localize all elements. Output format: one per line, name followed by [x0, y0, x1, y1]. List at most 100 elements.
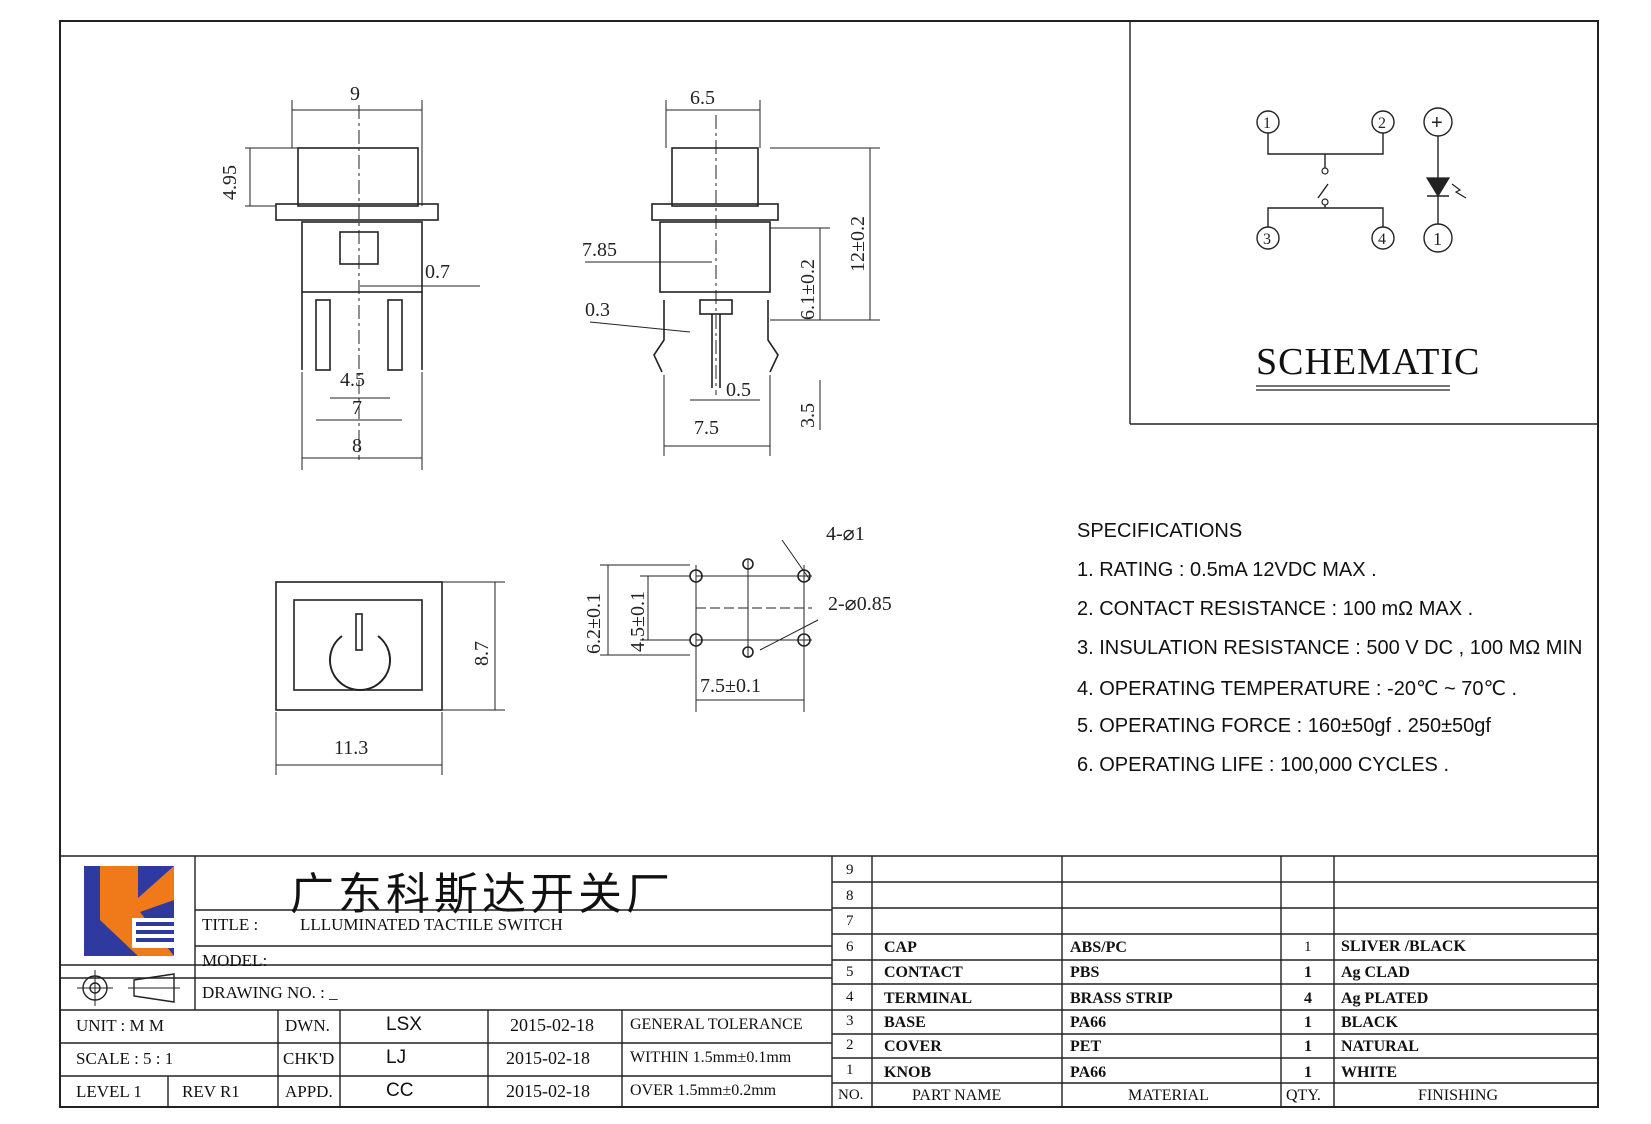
- dim-side-pin-mid: 7: [352, 397, 362, 419]
- part-qty: 1: [1304, 939, 1312, 955]
- part-material: PA66: [1070, 1064, 1107, 1081]
- company-name: 广东科斯达开关厂: [290, 869, 674, 920]
- part-material: BRASS STRIP: [1070, 990, 1173, 1007]
- drawing-no-label: DRAWING NO. : _: [202, 983, 338, 1002]
- parts-header-no: NO.: [838, 1087, 864, 1103]
- part-material: PET: [1070, 1038, 1102, 1055]
- part-finishing: NATURAL: [1341, 1038, 1419, 1055]
- part-qty: 4: [1304, 990, 1312, 1007]
- title-label: TITLE :: [202, 915, 259, 934]
- part-finishing: BLACK: [1341, 1014, 1398, 1031]
- spec-item: 1. RATING : 0.5mA 12VDC MAX .: [1077, 559, 1377, 581]
- part-name: COVER: [884, 1038, 942, 1055]
- empty-row-no: 7: [846, 913, 854, 929]
- front-cap: [671, 147, 759, 207]
- part-finishing: SLIVER /BLACK: [1341, 938, 1466, 955]
- dwn-name: LSX: [386, 1014, 422, 1035]
- schematic-label: SCHEMATIC: [1256, 341, 1481, 383]
- part-name: KNOB: [884, 1064, 932, 1081]
- company-logo: [84, 866, 174, 956]
- top-view: [275, 581, 505, 775]
- dim-pcb-h2: 4.5±0.1: [627, 591, 649, 652]
- dwn-label: DWN.: [285, 1016, 330, 1035]
- part-name: CONTACT: [884, 964, 963, 981]
- front-view: [585, 100, 880, 456]
- rev-field: REV R1: [182, 1082, 240, 1101]
- pin-4-label: 4: [1378, 231, 1386, 248]
- part-finishing: WHITE: [1341, 1064, 1398, 1081]
- appd-date: 2015-02-18: [506, 1081, 590, 1101]
- dim-side-height: 4.95: [219, 165, 241, 200]
- pin-3-label: 3: [1263, 231, 1271, 248]
- led-minus-label: 1: [1433, 229, 1442, 249]
- dim-front-pin-span: 7.5: [694, 417, 719, 439]
- appd-name: CC: [386, 1080, 414, 1101]
- spec-item: 2. CONTACT RESISTANCE : 100 mΩ MAX .: [1077, 598, 1474, 620]
- dim-front-pin-len: 3.5: [797, 403, 819, 428]
- dim-pcb-w: 7.5±0.1: [700, 675, 761, 697]
- part-qty: 1: [1304, 1014, 1312, 1031]
- dim-front-width: 6.5: [690, 87, 715, 109]
- parts-header-finishing: FINISHING: [1418, 1087, 1498, 1104]
- dim-side-width: 9: [350, 83, 360, 105]
- pin-1-label: 1: [1263, 115, 1271, 132]
- led-plus-label: +: [1431, 112, 1443, 134]
- scale-field: SCALE : 5 : 1: [76, 1049, 174, 1068]
- side-body: [301, 221, 423, 293]
- spec-item: 4. OPERATING TEMPERATURE : -20℃ ~ 70℃ .: [1077, 678, 1518, 700]
- specifications-title: SPECIFICATIONS: [1077, 520, 1243, 542]
- part-no: 5: [846, 964, 854, 980]
- part-finishing: Ag CLAD: [1341, 964, 1410, 981]
- part-material: PA66: [1070, 1014, 1107, 1031]
- unit-field: UNIT : M M: [76, 1016, 164, 1035]
- part-no: 2: [846, 1037, 854, 1053]
- dim-front-body: 6.1±0.2: [797, 259, 819, 320]
- dim-pcb-h1: 6.2±0.1: [583, 593, 605, 654]
- chk-name: LJ: [386, 1047, 407, 1068]
- tolerance-within: WITHIN 1.5mm±0.1mm: [630, 1049, 792, 1066]
- side-pin-left: [315, 299, 331, 371]
- parts-header-qty: QTY.: [1286, 1087, 1321, 1104]
- chk-date: 2015-02-18: [506, 1048, 590, 1068]
- part-material: PBS: [1070, 964, 1100, 981]
- chk-label: CHK'D: [283, 1049, 335, 1068]
- part-qty: 1: [1304, 1038, 1312, 1055]
- part-qty: 1: [1304, 964, 1312, 981]
- dim-side-pin-inner: 4.5: [340, 369, 365, 391]
- schematic-box: [1129, 20, 1599, 425]
- dim-front-785: 7.85: [582, 239, 617, 261]
- spec-item: 3. INSULATION RESISTANCE : 500 V DC , 10…: [1077, 637, 1583, 659]
- part-name: CAP: [884, 939, 917, 956]
- empty-row-no: 8: [846, 888, 854, 904]
- spec-item: 5. OPERATING FORCE : 160±50gf . 250±50gf: [1077, 715, 1491, 737]
- appd-label: APPD.: [285, 1082, 333, 1101]
- title-block-grid: [59, 855, 1599, 1108]
- part-no: 6: [846, 939, 854, 955]
- side-view: [245, 100, 480, 470]
- tolerance-over: OVER 1.5mm±0.2mm: [630, 1082, 777, 1099]
- model-label: MODEL:: [202, 951, 268, 970]
- front-body: [659, 221, 771, 293]
- dim-side-body: 8: [352, 435, 362, 457]
- part-name: TERMINAL: [884, 990, 973, 1007]
- spec-item: 6. OPERATING LIFE : 100,000 CYCLES .: [1077, 754, 1450, 776]
- side-pin-right: [387, 299, 403, 371]
- tolerance-title: GENERAL TOLERANCE: [630, 1016, 803, 1033]
- title-value: LLLUMINATED TACTILE SWITCH: [300, 915, 563, 934]
- side-cap: [297, 147, 419, 207]
- dim-side-offset: 0.7: [425, 261, 450, 283]
- projection-symbol: [77, 970, 180, 1006]
- part-finishing: Ag PLATED: [1341, 990, 1429, 1007]
- top-outer: [275, 581, 443, 711]
- drawing-frame: [59, 20, 1599, 1108]
- parts-header-name: PART NAME: [912, 1087, 1002, 1104]
- side-flange: [275, 203, 439, 221]
- dim-top-width: 11.3: [334, 737, 368, 759]
- level-field: LEVEL 1: [76, 1082, 142, 1101]
- part-name: BASE: [884, 1014, 926, 1031]
- dim-top-height: 8.7: [471, 641, 493, 666]
- front-flange: [651, 203, 779, 221]
- dwn-date: 2015-02-18: [510, 1015, 594, 1035]
- part-no: 3: [846, 1013, 854, 1029]
